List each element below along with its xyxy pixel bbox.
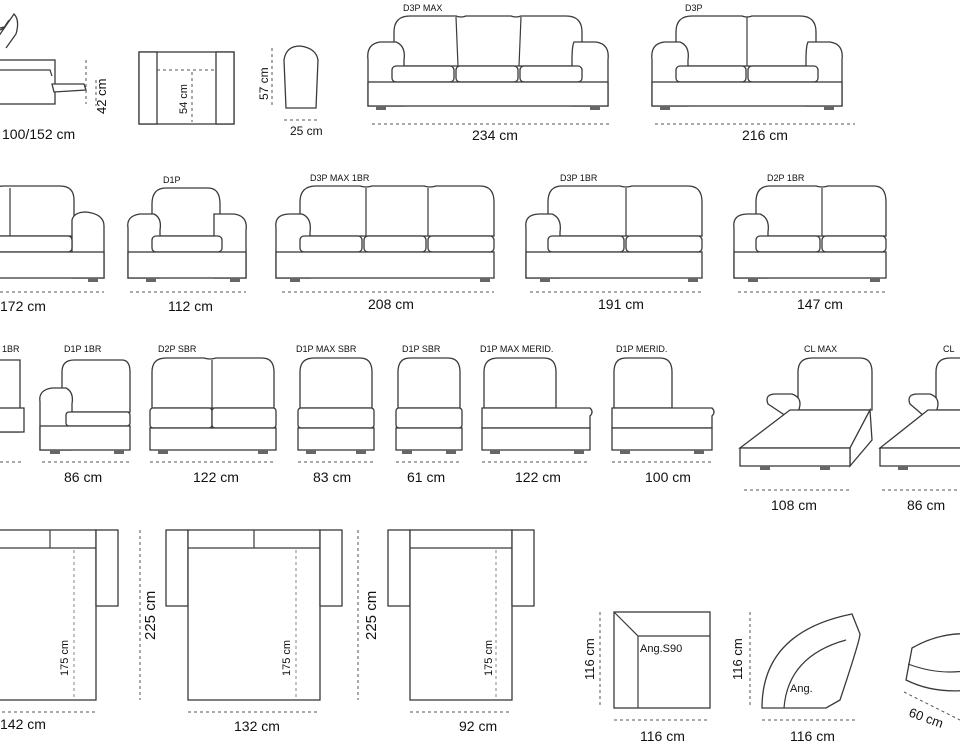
d2p-width: 172 cm: [0, 298, 46, 314]
arm-height-label: 57 cm: [257, 67, 271, 100]
top-height-label: 54 cm: [178, 84, 190, 114]
ang-s90-height: 116 cm: [582, 638, 597, 680]
bed-132-top-view: [165, 529, 343, 713]
d1p-max-sbr-width: 83 cm: [313, 469, 351, 485]
d1p-merid-piece: [611, 357, 715, 463]
d2p-sofa-partial: [0, 185, 105, 293]
pouf-width: 60 cm: [907, 705, 945, 731]
d1p-width: 112 cm: [168, 298, 213, 314]
armchair-top-view: [138, 51, 235, 125]
d3p-max-1br-width: 208 cm: [368, 296, 414, 312]
d2p-sbr-piece: [149, 357, 277, 463]
d3p-1br-width: 191 cm: [598, 296, 644, 312]
d1p-sbr-piece: [395, 357, 463, 463]
d1p-max-sbr-label: D1P MAX SBR: [296, 344, 357, 354]
d3p-max-label: D3P MAX: [403, 3, 442, 13]
cl-max-width: 108 cm: [771, 497, 817, 513]
arm-width-label: 25 cm: [290, 124, 323, 138]
pouf-piece: [903, 633, 960, 721]
bed2-height: 225 cm: [363, 591, 380, 640]
recliner-height-label: 42 cm: [94, 79, 109, 114]
d3p-max-1br-sofa: [275, 185, 495, 293]
d3p-max-sofa: [367, 15, 612, 125]
d1p-merid-width: 100 cm: [645, 469, 691, 485]
ang-s90-top-view: [599, 611, 711, 721]
bed2-width: 132 cm: [234, 718, 280, 734]
ang-width: 116 cm: [790, 728, 835, 744]
cl-max-label: CL MAX: [804, 344, 837, 354]
d3p-width: 216 cm: [742, 127, 788, 143]
partial-1br-label: 1BR: [2, 344, 20, 354]
d3p-max-width: 234 cm: [472, 127, 518, 143]
ang-height: 116 cm: [730, 638, 745, 680]
ang-s90-width: 116 cm: [640, 728, 685, 744]
d3p-max-1br-label: D3P MAX 1BR: [310, 173, 370, 183]
recliner-width-label: 100/152 cm: [2, 126, 75, 142]
d1p-1br-width: 86 cm: [64, 469, 102, 485]
ang-top-view: [749, 612, 861, 721]
d1p-1br-piece: [39, 359, 131, 463]
bed-142-top-view: [0, 529, 119, 713]
d1p-sbr-width: 61 cm: [407, 469, 445, 485]
cl-piece-partial: [878, 357, 960, 491]
bed-92-top-view: [387, 529, 535, 713]
d1p-1br-label: D1P 1BR: [64, 344, 102, 354]
d3p-1br-sofa: [525, 185, 703, 293]
armrest-piece: [271, 45, 319, 121]
d1p-max-merid-piece: [481, 357, 593, 463]
d2p-1br-label: D2P 1BR: [767, 173, 805, 183]
d1p-chair: [127, 187, 247, 293]
bed1-width: 142 cm: [0, 716, 46, 732]
d1p-max-merid-width: 122 cm: [515, 469, 561, 485]
d2p-1br-sofa: [733, 185, 888, 293]
cl-label: CL: [943, 344, 955, 354]
bed2-inner-label: 175 cm: [281, 640, 293, 676]
d2p-sbr-label: D2P SBR: [158, 344, 197, 354]
cl-max-piece: [738, 357, 873, 491]
d1p-label: D1P: [163, 175, 181, 185]
d1p-sbr-label: D1P SBR: [402, 344, 441, 354]
cl-width: 86 cm: [907, 497, 945, 513]
d2p-1br-width: 147 cm: [797, 296, 843, 312]
d1p-merid-label: D1P MERID.: [616, 344, 667, 354]
partial-1br-piece: [0, 359, 25, 463]
bed3-width: 92 cm: [459, 718, 497, 734]
bed3-inner-label: 175 cm: [483, 640, 495, 676]
d3p-label: D3P: [685, 3, 703, 13]
bed1-inner-label: 175 cm: [59, 640, 71, 676]
ang-s90-label: Ang.S90: [640, 643, 682, 655]
recliner-side-view: [0, 12, 87, 105]
d3p-1br-label: D3P 1BR: [560, 173, 598, 183]
d3p-sofa: [651, 15, 855, 125]
d2p-sbr-width: 122 cm: [193, 469, 239, 485]
bed1-height: 225 cm: [142, 591, 159, 640]
d1p-max-sbr-piece: [297, 357, 375, 463]
d1p-max-merid-label: D1P MAX MERID.: [480, 344, 553, 354]
ang-label: Ang.: [790, 683, 813, 695]
